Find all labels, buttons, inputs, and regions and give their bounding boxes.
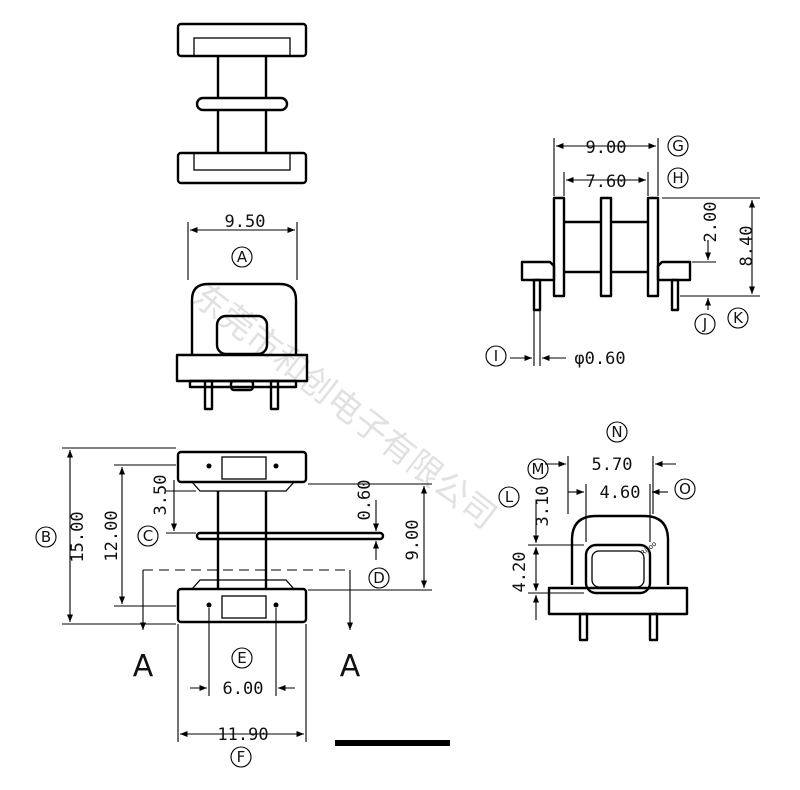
label-c: C (143, 527, 153, 545)
dim-l-value: 4.20 (510, 552, 530, 593)
label-h: H (672, 169, 683, 187)
dim-n-value: 5.70 (592, 455, 633, 475)
label-l-circle (498, 486, 520, 508)
dim-o-value: 4.60 (600, 483, 641, 503)
label-d-circle (368, 567, 390, 589)
label-k-circle (727, 307, 749, 329)
dim-a-value: 9.50 (225, 212, 266, 232)
label-g: G (672, 137, 684, 155)
label-l: L (505, 488, 514, 506)
label-h-circle (667, 167, 689, 189)
label-d: D (373, 569, 385, 587)
label-f: F (237, 748, 246, 766)
dim-h-value: 7.60 (586, 172, 627, 192)
label-k: K (733, 309, 744, 327)
label-i-circle (485, 345, 507, 367)
dim-b-value: 15.00 (68, 511, 88, 562)
dim-d-gap-value: 0.60 (355, 480, 375, 521)
label-e-circle (231, 647, 253, 669)
dim-c-value: 12.00 (102, 510, 122, 561)
label-c-circle (137, 525, 159, 547)
section-label-left: A (133, 649, 154, 684)
label-m: M (532, 460, 545, 478)
dim-j-height-value: 2.00 (701, 202, 721, 243)
dim-c-top-value: 3.50 (151, 475, 171, 516)
front-view (175, 222, 309, 411)
side-view (62, 447, 432, 742)
label-i: I (494, 347, 498, 365)
label-b: B (41, 528, 51, 546)
elevation-view (510, 138, 760, 366)
label-g-circle (667, 135, 689, 157)
part-marking: Ritoo (639, 540, 658, 558)
label-o-circle (674, 478, 696, 500)
label-a: A (237, 248, 248, 266)
dim-k-height-value: 8.40 (737, 226, 757, 267)
scale-bar (335, 740, 450, 746)
label-n: N (611, 423, 622, 441)
dim-g-value: 9.00 (586, 138, 627, 158)
section-view (528, 456, 689, 642)
label-j-circle (694, 313, 716, 335)
dim-e-value: 6.00 (223, 679, 264, 699)
top-view (176, 22, 308, 185)
label-b-circle (35, 526, 57, 548)
dim-f-value: 11.90 (217, 725, 268, 745)
dim-d-value: 9.00 (403, 520, 423, 561)
dim-i-value: φ0.60 (574, 349, 625, 369)
section-label-right: A (340, 649, 361, 684)
label-n-circle (606, 421, 628, 443)
label-o: O (679, 480, 691, 498)
label-a-circle (231, 246, 253, 268)
label-e: E (237, 649, 246, 667)
label-j: J (702, 315, 707, 333)
dim-m-value: 3.10 (533, 486, 553, 527)
label-m-circle (527, 458, 549, 480)
label-f-circle (230, 746, 252, 768)
